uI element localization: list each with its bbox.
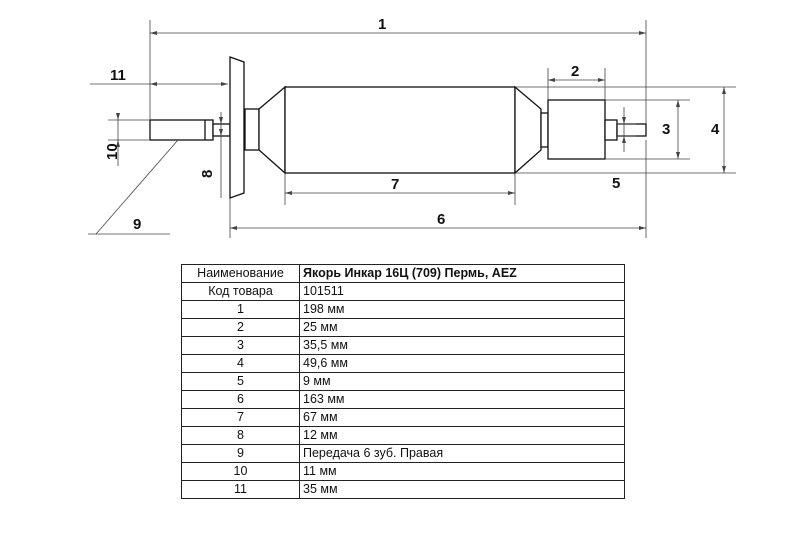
armature-drawing: 1 2 3 4 5 6 7 8 9 10 11 (88, 16, 736, 238)
dimension-arrowheads (116, 31, 726, 230)
dim-label-4: 4 (711, 121, 720, 138)
spec-row-key: 8 (181, 426, 300, 445)
dimension-labels: 1 2 3 4 5 6 7 8 9 10 11 (104, 16, 720, 233)
spec-row-value: 163 мм (299, 390, 625, 409)
dim-label-5: 5 (612, 175, 620, 192)
dim-label-1: 1 (378, 16, 386, 33)
dim-label-6: 6 (437, 211, 445, 228)
spec-row-value: 101511 (299, 282, 625, 301)
spec-row-value: 49,6 мм (299, 354, 625, 373)
fan-disk (229, 56, 245, 199)
spec-header-key: Наименование (181, 264, 300, 283)
left-shaft (149, 119, 214, 141)
left-cone (258, 85, 286, 175)
dim-label-2: 2 (571, 63, 579, 80)
spec-row-key: 10 (181, 462, 300, 481)
dim-label-11: 11 (110, 67, 126, 84)
dim-label-9: 9 (133, 216, 141, 233)
spec-row-value: 35,5 мм (299, 336, 625, 355)
right-collar (604, 119, 618, 141)
spec-table-header-row: Наименование Якорь Инкар 16Ц (709) Пермь… (181, 264, 625, 283)
spec-row-value: 11 мм (299, 462, 625, 481)
dimension-lines (88, 20, 736, 238)
right-cone (514, 85, 542, 175)
spec-row-key: 2 (181, 318, 300, 337)
bearing-seat (547, 99, 606, 160)
right-hub (540, 112, 549, 148)
spec-row-key: 7 (181, 408, 300, 427)
spec-row-value: 25 мм (299, 318, 625, 337)
spec-row-value: 9 мм (299, 372, 625, 391)
spec-row-key: 3 (181, 336, 300, 355)
spec-row-key: 4 (181, 354, 300, 373)
dim-label-8: 8 (199, 170, 216, 178)
rotor-body (284, 86, 516, 174)
spec-table: Наименование Якорь Инкар 16Ц (709) Пермь… (181, 264, 625, 499)
spec-row-value: Передача 6 зуб. Правая (299, 444, 625, 463)
spec-row-value: 67 мм (299, 408, 625, 427)
dim-label-7: 7 (391, 176, 399, 193)
spec-row-key: 1 (181, 300, 300, 319)
spec-row-value: 35 мм (299, 480, 625, 499)
spec-row-key: 9 (181, 444, 300, 463)
spec-row-value: 12 мм (299, 426, 625, 445)
left-hub (244, 108, 260, 151)
spec-row-value: 198 мм (299, 300, 625, 319)
dim-label-10: 10 (104, 143, 121, 160)
right-shaft-tip (616, 123, 647, 137)
spec-header-value: Якорь Инкар 16Ц (709) Пермь, AEZ (299, 264, 625, 283)
spec-row-key: 5 (181, 372, 300, 391)
spec-row-key: 6 (181, 390, 300, 409)
armature-part (149, 56, 647, 199)
spec-row-key: 11 (181, 480, 300, 499)
dim-label-3: 3 (662, 121, 670, 138)
spec-row-key: Код товара (181, 282, 300, 301)
